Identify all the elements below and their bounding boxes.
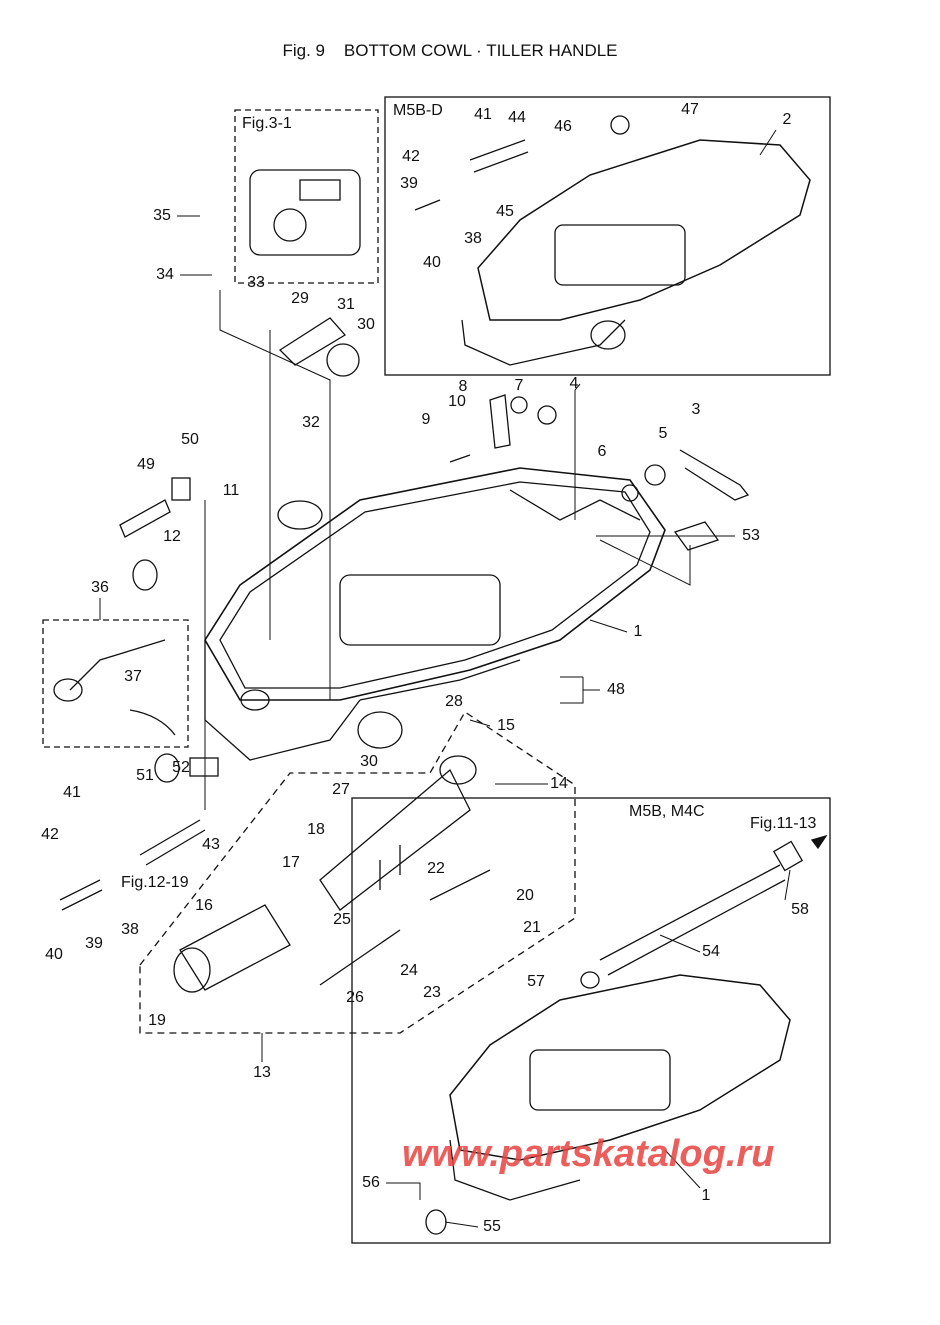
part-number-34: 34 <box>156 266 174 283</box>
part-number-11: 11 <box>222 482 240 499</box>
part-number-18: 18 <box>307 821 325 838</box>
part-number-20: 20 <box>516 887 534 904</box>
part-number-4: 4 <box>569 375 579 392</box>
part36-dashed-box <box>42 619 189 748</box>
part-number-52: 52 <box>172 759 190 776</box>
part-number-40: 40 <box>45 946 63 963</box>
part-number-57: 57 <box>527 973 545 990</box>
m5bd-box-label: M5B-D <box>393 102 443 119</box>
part-number-12: 12 <box>163 528 181 545</box>
fig31-dashed-box <box>234 109 379 284</box>
part-number-38: 38 <box>464 230 482 247</box>
part-number-21: 21 <box>523 919 541 936</box>
part-number-38: 38 <box>121 921 139 938</box>
part-number-33: 33 <box>247 274 265 291</box>
part-number-29: 29 <box>291 290 309 307</box>
part-number-48: 48 <box>607 681 625 698</box>
part-number-2: 2 <box>782 111 792 128</box>
part-number-30: 30 <box>360 753 378 770</box>
part-number-6: 6 <box>597 443 607 460</box>
part-number-43: 43 <box>202 836 220 853</box>
tiller-handle <box>173 755 491 993</box>
part-number-51: 51 <box>136 767 154 784</box>
part-number-41: 41 <box>474 106 492 123</box>
part-number-31: 31 <box>337 296 355 313</box>
m5b-m4c-inset-box <box>351 797 831 1244</box>
part-number-10: 10 <box>448 393 466 410</box>
part-number-56: 56 <box>362 1174 380 1191</box>
leader-lines <box>99 129 791 1228</box>
m5b-m4c-box-label: M5B, M4C <box>629 803 705 820</box>
part-number-1: 1 <box>701 1187 711 1204</box>
part-number-49: 49 <box>137 456 155 473</box>
part-number-23: 23 <box>423 984 441 1001</box>
part-number-35: 35 <box>153 207 171 224</box>
part-number-37: 37 <box>124 668 142 685</box>
bottom-cowl-m5bd <box>461 139 811 366</box>
part-number-28: 28 <box>445 693 463 710</box>
figure-title: Fig. 9 BOTTOM COWL · TILLER HANDLE <box>282 41 618 60</box>
part-number-46: 46 <box>554 118 572 135</box>
watermark: www.partskatalog.ru <box>402 1133 775 1175</box>
part-number-36: 36 <box>91 579 109 596</box>
throttle-cable <box>53 639 176 736</box>
part-number-9: 9 <box>421 411 431 428</box>
small-parts <box>59 115 750 1235</box>
fuel-hose-54 <box>599 834 828 976</box>
part-number-40: 40 <box>423 254 441 271</box>
part-number-25: 25 <box>333 911 351 928</box>
part-number-26: 26 <box>346 989 364 1006</box>
part-number-1: 1 <box>633 623 643 640</box>
part-number-41: 41 <box>63 784 81 801</box>
part-number-19: 19 <box>148 1012 166 1029</box>
bottom-cowl-m5b-m4c <box>449 974 791 1201</box>
part-number-54: 54 <box>702 943 720 960</box>
bottom-cowl-main <box>204 467 666 761</box>
part-number-3: 3 <box>691 401 701 418</box>
m5bd-inset-box <box>384 96 831 376</box>
part-number-22: 22 <box>427 860 445 877</box>
part-number-50: 50 <box>181 431 199 448</box>
part-number-47: 47 <box>681 101 699 118</box>
part-number-8: 8 <box>458 378 468 395</box>
part-number-15: 15 <box>497 717 515 734</box>
part-number-44: 44 <box>508 109 526 126</box>
part-number-7: 7 <box>514 377 524 394</box>
part-number-55: 55 <box>483 1218 501 1235</box>
part-number-42: 42 <box>402 148 420 165</box>
part-number-39: 39 <box>400 175 418 192</box>
tiller-handle-dashed-group <box>139 711 576 1034</box>
part-number-32: 32 <box>302 414 320 431</box>
part-number-5: 5 <box>658 425 668 442</box>
part-number-39: 39 <box>85 935 103 952</box>
part-number-27: 27 <box>332 781 350 798</box>
fig31-reference-label: Fig.3-1 <box>242 115 292 132</box>
part-number-13: 13 <box>253 1064 271 1081</box>
fig1219-reference-label: Fig.12-19 <box>121 874 189 891</box>
part-number-30: 30 <box>357 316 375 333</box>
fig1113-reference-label: Fig.11-13 <box>750 815 817 832</box>
part-number-14: 14 <box>550 775 568 792</box>
part-number-58: 58 <box>791 901 809 918</box>
carburetor-sketch <box>249 169 361 256</box>
part-number-53: 53 <box>742 527 760 544</box>
part-number-17: 17 <box>282 854 300 871</box>
part-number-45: 45 <box>496 203 514 220</box>
part-number-24: 24 <box>400 962 418 979</box>
part-number-42: 42 <box>41 826 59 843</box>
part-number-16: 16 <box>195 897 213 914</box>
